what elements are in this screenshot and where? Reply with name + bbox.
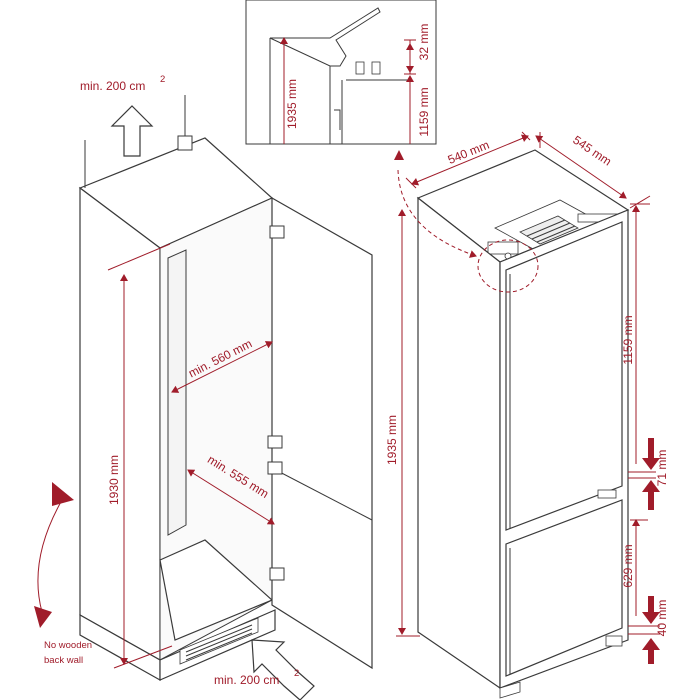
detail-1935-label: 1935 mm bbox=[285, 79, 299, 129]
appliance-depth-label: 545 mm bbox=[570, 133, 614, 169]
plinth-vent-grille bbox=[179, 617, 259, 665]
detail-1159-label: 1159 mm bbox=[417, 87, 431, 136]
door-hinge-bottom bbox=[605, 635, 623, 647]
door-split-line bbox=[271, 467, 373, 521]
appliance-height-dimension bbox=[396, 209, 420, 637]
no-wooden-label-line1: No wooden bbox=[44, 640, 92, 651]
door-629-dimension bbox=[630, 519, 648, 616]
vent-top-superscript: 2 bbox=[160, 74, 165, 85]
vent-top-label: min. 200 cm bbox=[80, 79, 145, 93]
appliance-width-dimension bbox=[405, 131, 531, 189]
appliance-foot bbox=[499, 681, 521, 699]
detail-32-label: 32 mm bbox=[417, 24, 431, 61]
depth-min-dimension bbox=[187, 469, 275, 525]
gap-71-label: 71 mm bbox=[655, 450, 669, 487]
niche-height-label: 1930 mm bbox=[107, 455, 121, 505]
top-vent-arrow bbox=[110, 105, 154, 157]
no-wooden-back-wall-arrow bbox=[34, 482, 74, 628]
cabinet-side-panel bbox=[79, 186, 161, 662]
cabinet-door bbox=[271, 196, 373, 670]
vent-bottom-label: min. 200 cm bbox=[214, 673, 279, 687]
detail-inset bbox=[245, 0, 437, 145]
hinge-top bbox=[269, 225, 285, 239]
hinge-mid-upper bbox=[267, 435, 283, 449]
vent-bottom-superscript: 2 bbox=[294, 668, 299, 679]
hinge-bottom bbox=[269, 567, 285, 581]
appliance-width-label: 540 mm bbox=[446, 138, 491, 167]
bottom-vent-arrow bbox=[251, 639, 315, 700]
appliance-height-label: 1935 mm bbox=[385, 415, 399, 465]
bottom-40-dimension bbox=[628, 596, 660, 664]
detail-pointer bbox=[394, 150, 539, 293]
appliance bbox=[416, 149, 630, 699]
width-min-dimension bbox=[171, 341, 273, 393]
top-post-cap bbox=[177, 135, 193, 151]
no-wooden-label-line2: back wall bbox=[44, 655, 83, 666]
gap-71-dimension bbox=[628, 438, 660, 510]
hinge-mid-lower bbox=[267, 461, 283, 475]
door-hinge-mid bbox=[597, 489, 617, 499]
door-629-label: 629 mm bbox=[621, 544, 635, 587]
niche-height-dimension bbox=[107, 243, 173, 669]
appliance-lower-door bbox=[505, 499, 623, 677]
appliance-side bbox=[417, 196, 501, 690]
hinge-height-dimension bbox=[630, 203, 650, 464]
cabinet-inner-panel bbox=[167, 249, 187, 536]
bottom-40-label: 40 mm bbox=[655, 600, 669, 637]
hinge-height-label: 1159 mm bbox=[621, 315, 635, 364]
appliance-upper-door bbox=[505, 221, 623, 531]
